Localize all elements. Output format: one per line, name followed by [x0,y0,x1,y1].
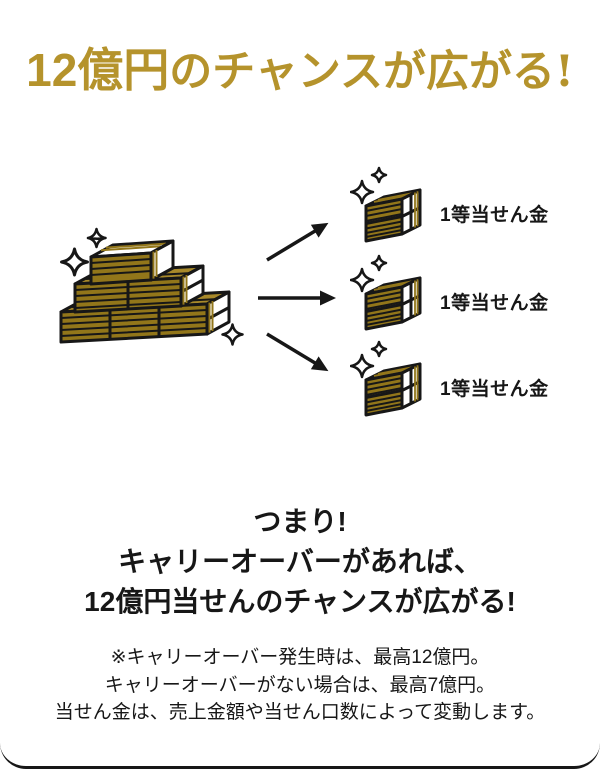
sparkle-icon [350,340,388,379]
summary-line: キャリーオーバーがあれば、 [118,546,482,577]
sparkle-icon [350,254,388,293]
arrow-icon [266,222,329,262]
title-rest: のチャンスが広がる! [169,47,574,97]
sparkle-icon [350,166,388,205]
title-amount: 12億円 [26,44,170,96]
summary-line: 12億円当せんのチャンスが広がる! [84,586,516,617]
summary-text: つまり! キャリーオーバーがあれば、 12億円当せんのチャンスが広がる! [0,502,600,622]
money-stack-icon [350,340,422,417]
prize-label: 1等当せん金 [440,204,549,226]
note-line: ※キャリーオーバー発生時は、最高12億円。 [110,647,490,668]
prize-row: 1等当せん金 [350,166,590,246]
prize-label: 1等当せん金 [440,378,549,400]
arrow-icon [266,332,329,372]
note-line: 当せん金は、売上金額や当せん口数によって変動します。 [54,702,546,723]
prize-label: 1等当せん金 [440,292,549,314]
money-stack-icon [350,254,422,331]
page-title: 12億円のチャンスが広がる! [0,42,600,100]
arrows-icon [258,222,336,372]
prize-row: 1等当せん金 [350,254,590,334]
carryover-illustration: 1等当せん金 1等当せん金 [40,152,560,452]
money-stack-icon [350,166,422,243]
notes-text: ※キャリーオーバー発生時は、最高12億円。 キャリーオーバーがない場合は、最高7… [0,644,600,727]
note-line: キャリーオーバーがない場合は、最高7億円。 [104,674,496,696]
money-pyramid-icon [59,227,244,346]
summary-line: つまり! [253,506,347,537]
prize-row: 1等当せん金 [350,340,590,420]
sparkle-icon [60,227,244,346]
